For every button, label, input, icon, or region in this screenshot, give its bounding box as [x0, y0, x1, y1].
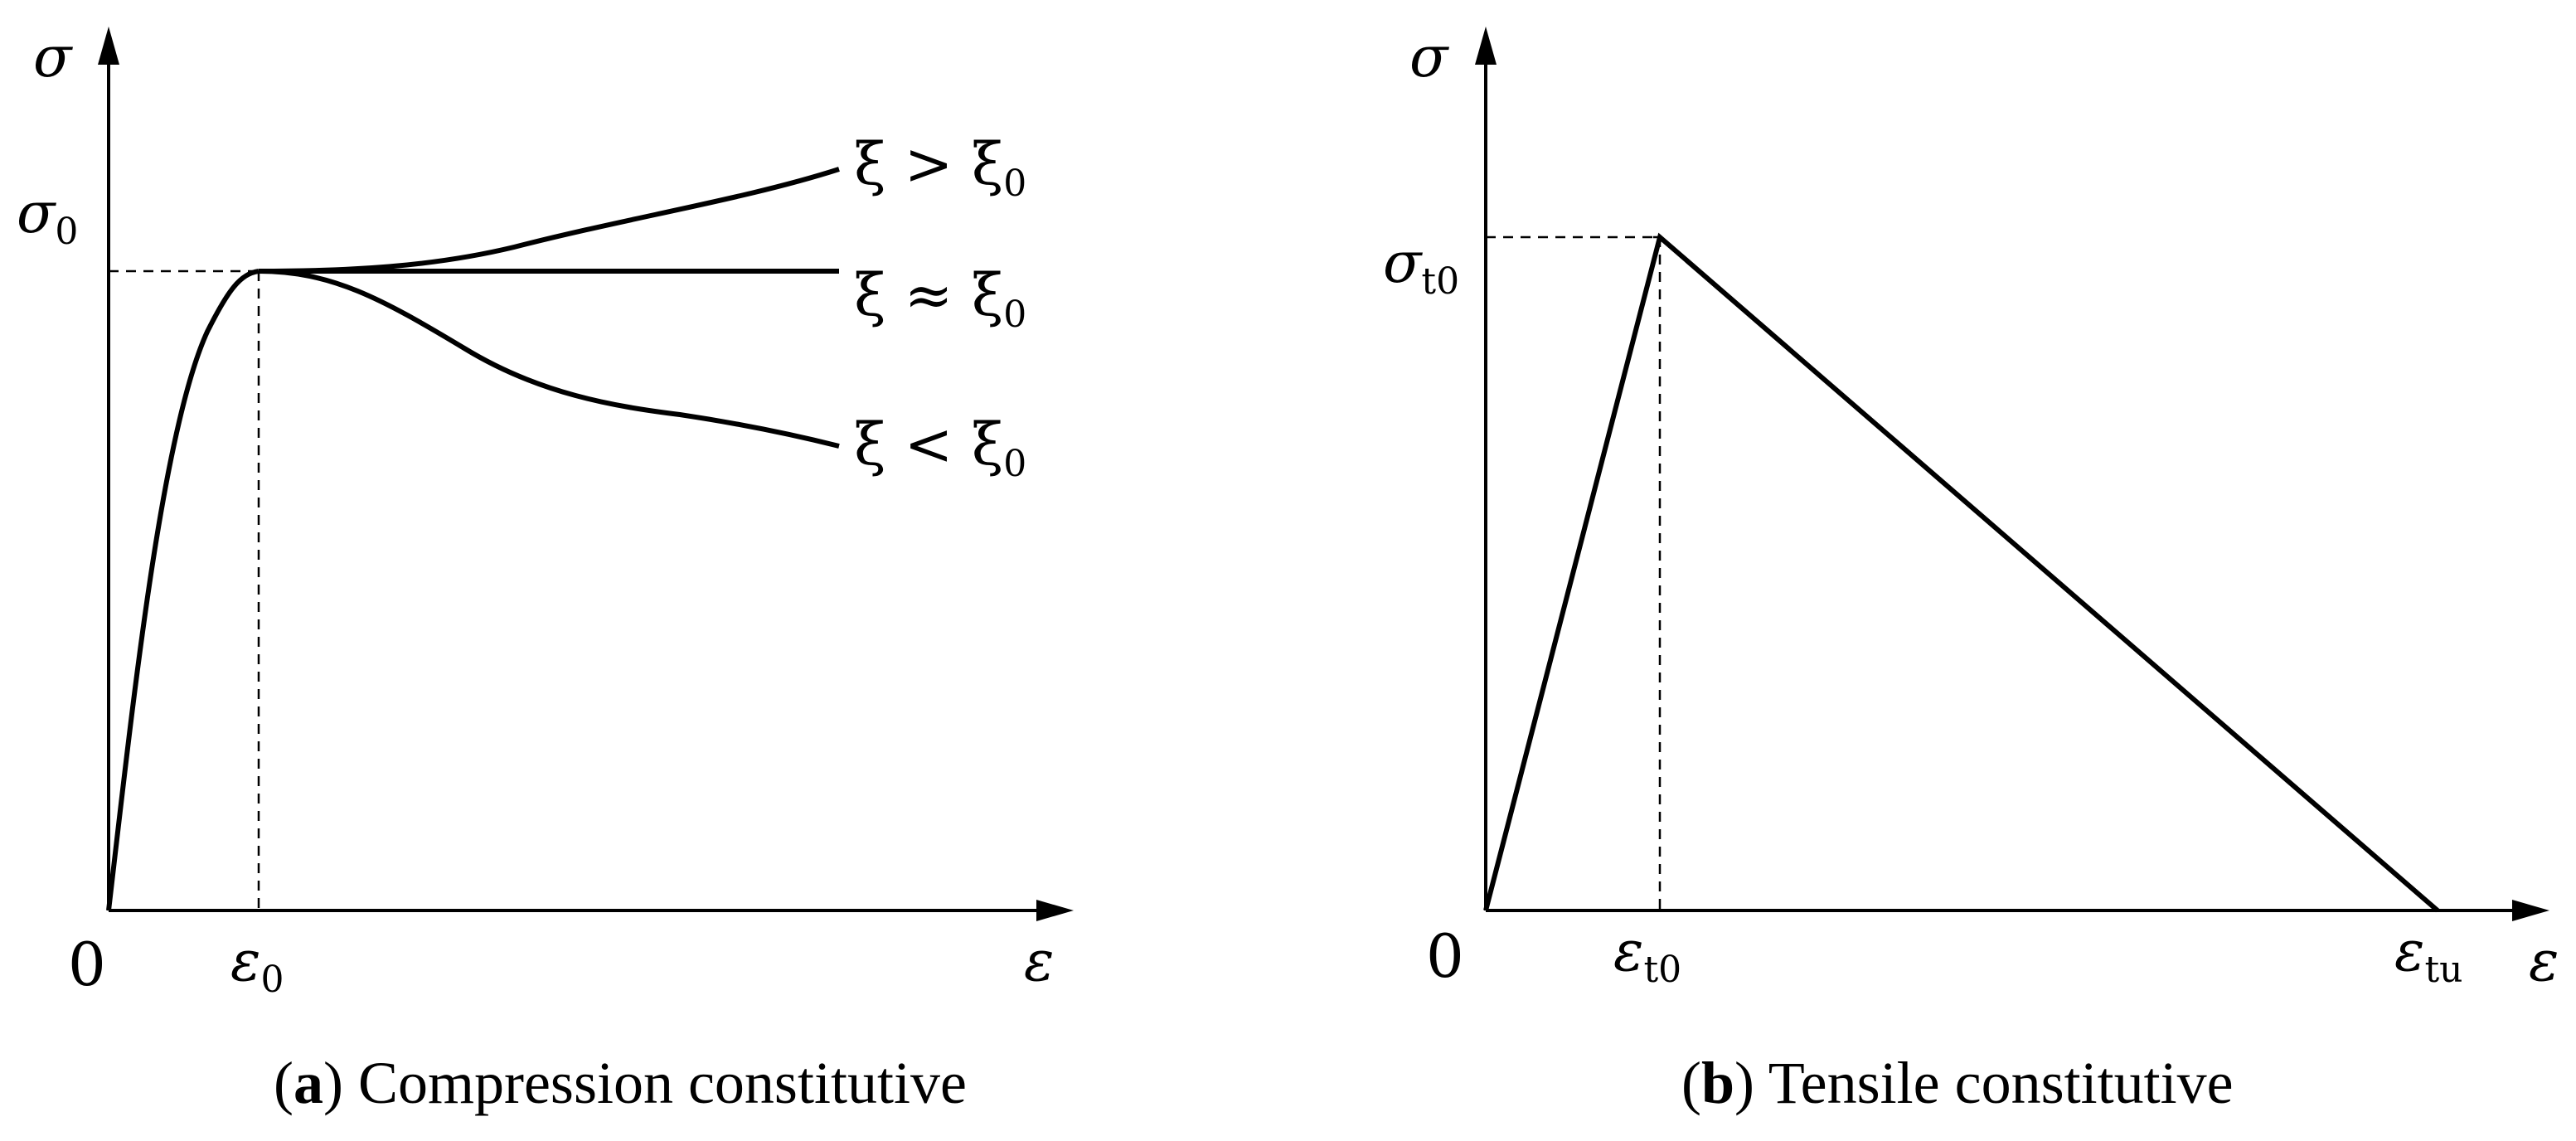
panel-a-caption: (a) Compression constitutive	[274, 1050, 967, 1116]
panel-b-ultimate-strain-label: εtu	[2394, 919, 2463, 991]
panel-a-compression: σ ε 0 σ0 ε0 ξ > ξ0 ξ ≈ ξ0 ξ < ξ0 (a) Com…	[17, 25, 1074, 1116]
panel-a-x-axis-label: ε	[1024, 929, 1055, 994]
panel-a-peak-stress-label: σ0	[17, 181, 78, 253]
panel-b-y-arrow	[1475, 27, 1497, 65]
panel-a-y-axis-label: σ	[33, 25, 73, 90]
panel-a-curve-label-less: ξ < ξ0	[854, 410, 1026, 485]
panel-b-x-axis-label: ε	[2529, 929, 2559, 994]
panel-b-x-arrow	[2512, 900, 2549, 921]
panel-a-curve-label-approx: ξ ≈ ξ0	[854, 261, 1026, 336]
panel-b-peak-stress-label: σt0	[1383, 231, 1459, 303]
panel-a-origin-label: 0	[68, 930, 106, 999]
panel-b-caption: (b) Tensile constitutive	[1681, 1050, 2234, 1116]
panel-b-tensile: σ ε 0 σt0 εt0 εtu (b) Tensile constituti…	[1383, 25, 2559, 1116]
panel-b-origin-label: 0	[1426, 921, 1464, 991]
panel-a-curve-hardening	[258, 167, 840, 274]
panel-b-y-axis-label: σ	[1409, 25, 1449, 90]
panel-a-curve-label-greater: ξ > ξ0	[854, 130, 1026, 205]
panel-a-peak-strain-label: ε0	[230, 929, 284, 1001]
panel-a-y-arrow	[98, 27, 119, 65]
panel-a-ascending-curve	[106, 269, 260, 911]
panel-a-x-arrow	[1036, 900, 1074, 921]
panel-b-tensile-curve	[1483, 232, 2439, 913]
panel-b-peak-strain-label: εt0	[1613, 919, 1681, 991]
panel-a-curve-softening	[258, 269, 840, 449]
